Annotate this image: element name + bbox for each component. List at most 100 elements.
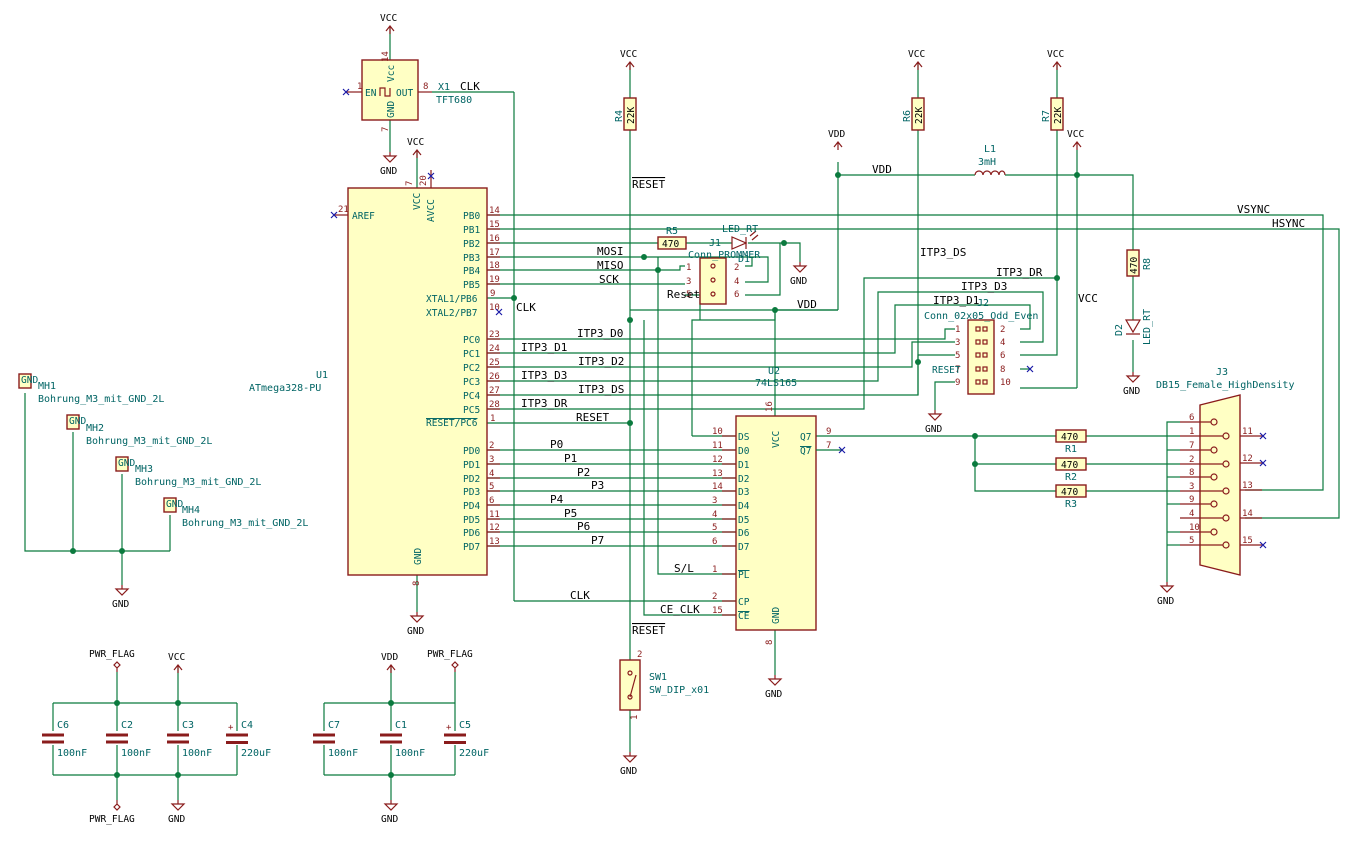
u2-pin-num-4: 14	[712, 482, 723, 492]
junctions	[70, 172, 1080, 778]
no-connect-markers	[330, 88, 1267, 549]
r1-ref: R1	[1065, 444, 1077, 455]
u1-pin-name-7: PC1	[463, 349, 480, 360]
u2-q7n-name: Q7	[800, 446, 811, 457]
x1-ref: X1	[438, 82, 450, 93]
u2-pin-name-9: PL	[738, 570, 750, 581]
j3-left-pin-4: 8	[1189, 468, 1194, 478]
gnd-x1-icon: GND	[380, 152, 398, 177]
u2-q7-num: 9	[826, 427, 831, 437]
u1-pin-name-16: PD4	[463, 501, 480, 512]
u2-pin-num-8: 6	[712, 537, 717, 547]
j2-pin-even-4: 10	[1000, 378, 1011, 388]
u2-value: 74LS165	[755, 378, 797, 389]
j3-ref: J3	[1216, 367, 1228, 378]
mh2-value: Bohrung_M3_mit_GND_2L	[86, 436, 212, 447]
u1-pin-21-num: 21	[338, 205, 349, 215]
u2-pin-num-10: 2	[712, 592, 717, 602]
j2-pad	[975, 339, 981, 345]
led2-icon	[1124, 319, 1142, 335]
u1-pin-xtal1-name: XTAL1/PB6	[426, 294, 478, 305]
u2-pin-name-3: D2	[738, 474, 749, 485]
vga-resistors: 470 R1 470 R2 470 R3	[1055, 429, 1087, 510]
pwrflag-2-icon: PWR_FLAG	[427, 649, 473, 672]
u1-pin-num-16: 6	[489, 496, 494, 506]
x1-en: EN	[365, 88, 377, 99]
net-mosi: MOSI	[597, 245, 624, 258]
r3-ref: R3	[1065, 499, 1077, 510]
r1-value: 470	[1061, 432, 1078, 443]
cap-value-4: 100nF	[328, 748, 358, 759]
vcc-r4-icon: VCC	[620, 49, 637, 70]
mh2-ref: MH2	[86, 423, 104, 434]
u1-pin-num-19: 13	[489, 537, 500, 547]
j1-pin5: 5	[686, 290, 691, 300]
pwrflag-2-label: PWR_FLAG	[427, 649, 473, 660]
net-vdd-1: VDD	[872, 163, 892, 176]
net-clk-2: CLK	[516, 301, 536, 314]
u1-pin-num-14: 4	[489, 469, 494, 479]
mh3-value: Bohrung_M3_mit_GND_2L	[135, 477, 261, 488]
u1-pin-num-8: 25	[489, 358, 500, 368]
j2-pin-even-1: 4	[1000, 338, 1005, 348]
net-itp3-d0: ITP3_D0	[577, 327, 623, 340]
cap-ref-5: C1	[395, 720, 407, 731]
r4-ref: R4	[614, 110, 625, 122]
net-itp3-dr-b: ITP3_DR	[996, 266, 1043, 279]
wires	[24, 26, 1340, 800]
mh2-icon: GND	[69, 416, 86, 427]
net-clk-3: CLK	[570, 589, 590, 602]
net-itp3-d1-b: ITP3_D1	[933, 294, 979, 307]
u2-q7n-num: 7	[826, 441, 831, 451]
j3-left-pin-3: 2	[1189, 455, 1194, 465]
u1-pin-name-13: PD1	[463, 460, 480, 471]
u2-gnd-name: GND	[771, 607, 782, 624]
cap-plus-6: +	[446, 723, 452, 733]
u2-pin-name-10: CP	[738, 597, 750, 608]
x1-vcc: Vcc	[386, 65, 397, 82]
u1-pin-name-10: PC4	[463, 391, 480, 402]
net-hsync: HSYNC	[1272, 217, 1305, 230]
j2-pad	[982, 366, 988, 372]
u1-pin-aref-name: AREF	[352, 211, 375, 222]
u1-value: ATmega328-PU	[249, 383, 321, 394]
pwrflag-3-label: PWR_FLAG	[89, 814, 135, 825]
u1-pin-name-6: PC0	[463, 335, 480, 346]
cap-value-1: 100nF	[121, 748, 151, 759]
net-itp3-d3-a: ITP3_D3	[521, 369, 567, 382]
u1-pin-name-17: PD5	[463, 515, 480, 526]
gnd-sw1-label: GND	[620, 766, 637, 777]
mh4-ref: MH4	[182, 505, 200, 516]
vcc-r7-label: VCC	[1047, 49, 1064, 60]
cap-ref-4: C7	[328, 720, 340, 731]
gnd-mh-icon: GND	[112, 585, 130, 610]
x1-pin-vcc: 14	[381, 51, 391, 62]
vcc-r6-label: VCC	[908, 49, 925, 60]
r7-ref: R7	[1041, 110, 1052, 122]
mh1-icon: GND	[21, 375, 38, 386]
net-labels: CLK CLK CLK MOSI MISO SCK ITP3_D0 ITP3_D…	[460, 80, 1305, 637]
u2-pin-name-7: D6	[738, 528, 750, 539]
net-p7: P7	[591, 534, 604, 547]
r2-value: 470	[1061, 460, 1078, 471]
net-itp3-d1-a: ITP3_D1	[521, 341, 567, 354]
vdd-caps-label: VDD	[381, 652, 398, 663]
u1-pin-name-2: PB2	[463, 239, 480, 250]
j2-pad	[982, 326, 988, 332]
gnd-j1-label: GND	[790, 276, 807, 287]
net-itp3-ds-b: ITP3_DS	[920, 246, 966, 259]
pwrflag-1-icon: PWR_FLAG	[89, 649, 135, 672]
r3-value: 470	[1061, 487, 1078, 498]
gnd-d2-label: GND	[1123, 386, 1140, 397]
u1-pin-num-7: 24	[489, 344, 500, 354]
u2-ref: U2	[768, 366, 780, 377]
gnd-caps1-label: GND	[168, 814, 185, 825]
x1-value: TFT680	[436, 95, 472, 106]
j3-left-pin-5: 3	[1189, 482, 1194, 492]
d1-ref: D1	[738, 254, 750, 265]
